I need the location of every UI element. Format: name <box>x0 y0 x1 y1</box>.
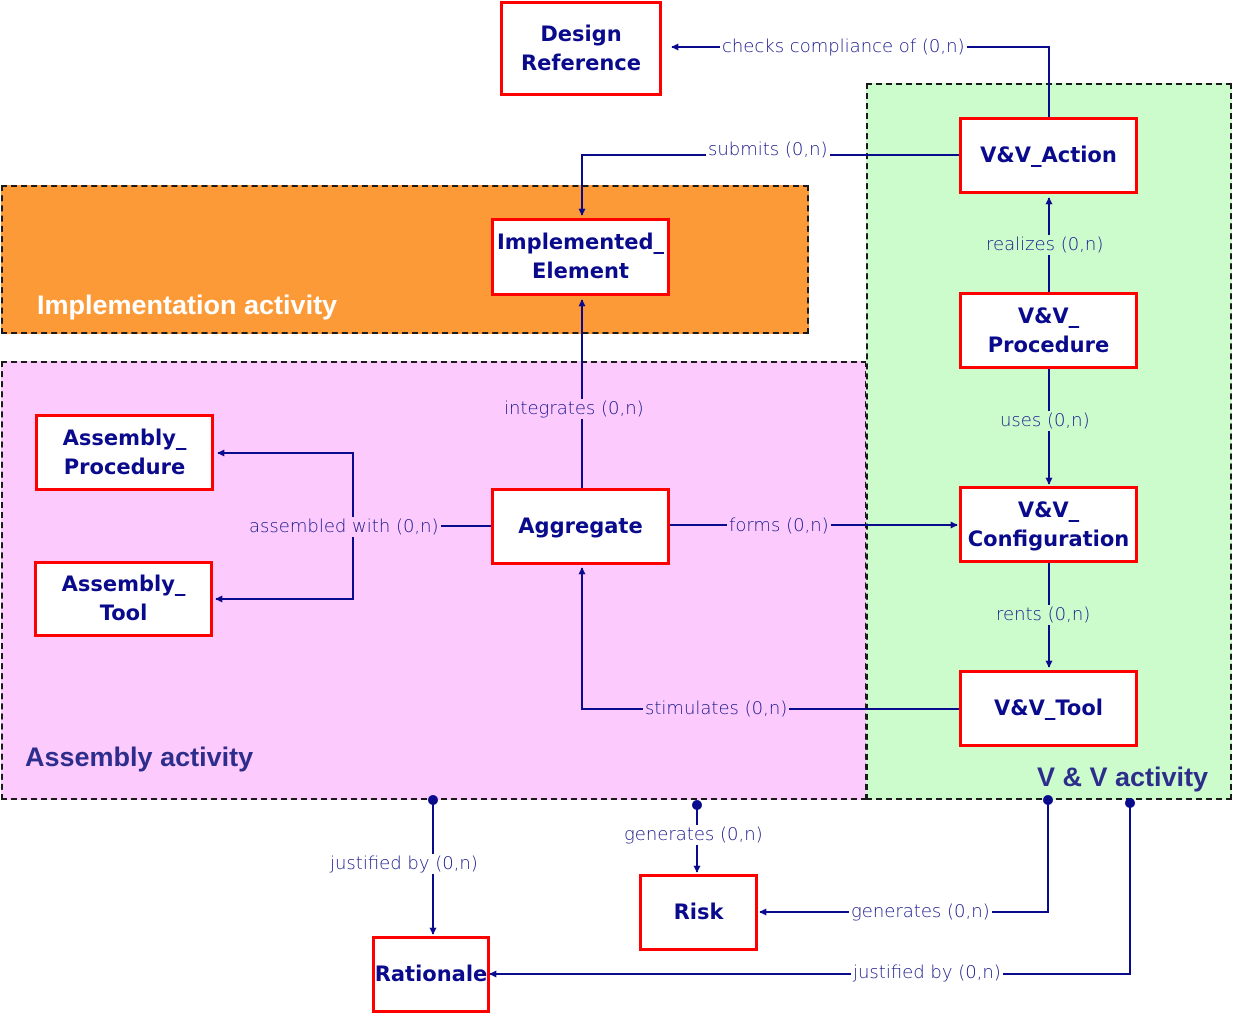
entity-assembly-tool[interactable]: Assembly_ Tool <box>34 561 213 637</box>
label-submits: submits (0,n) <box>706 139 830 160</box>
entity-vv-tool[interactable]: V&V_Tool <box>959 670 1138 747</box>
label-realizes: realizes (0,n) <box>984 234 1106 255</box>
connector-submits <box>578 154 960 216</box>
label-checks-compliance: checks compliance of (0,n) <box>720 36 967 57</box>
connector-checks-compliance <box>671 43 1050 117</box>
entity-vv-procedure[interactable]: V&V_ Procedure <box>959 292 1138 369</box>
origin-dot-assembly-justified <box>428 795 438 805</box>
entity-assembly-procedure[interactable]: Assembly_ Procedure <box>35 414 214 491</box>
label-vv-generates: generates (0,n) <box>849 901 992 922</box>
vv-activity-title: V & V activity <box>1037 762 1209 792</box>
label-vv-justified-by: justified by (0,n) <box>851 962 1003 983</box>
label-integrates: integrates (0,n) <box>502 398 646 419</box>
label-assembly-generates: generates (0,n) <box>622 824 765 845</box>
entity-rationale[interactable]: Rationale <box>372 936 490 1013</box>
entity-design-reference[interactable]: Design Reference <box>500 1 662 96</box>
implementation-activity-title: Implementation activity <box>37 290 338 320</box>
label-assembly-justified-by: justified by (0,n) <box>328 853 480 874</box>
origin-dot-vv-generates <box>1043 795 1053 805</box>
label-stimulates: stimulates (0,n) <box>643 698 790 719</box>
entity-vv-configuration[interactable]: V&V_ Configuration <box>959 486 1138 563</box>
assembly-activity-title: Assembly activity <box>25 742 254 772</box>
origin-dot-vv-justified <box>1125 798 1135 808</box>
connector-vv-generates <box>759 800 1049 916</box>
origin-dot-assembly-generates <box>692 800 702 810</box>
entity-risk[interactable]: Risk <box>639 874 758 951</box>
label-rents: rents (0,n) <box>994 604 1093 625</box>
label-uses: uses (0,n) <box>998 410 1092 431</box>
entity-aggregate[interactable]: Aggregate <box>491 488 670 565</box>
label-assembled-with: assembled with (0,n) <box>247 516 441 537</box>
label-forms: forms (0,n) <box>727 515 831 536</box>
entity-vv-action[interactable]: V&V_Action <box>959 117 1138 194</box>
connector-vv-justified-by <box>489 803 1131 978</box>
connector-stimulates <box>578 567 960 710</box>
implementation-activity-region <box>1 185 809 334</box>
connector-assembled-with-tool <box>215 526 354 603</box>
entity-implemented-element[interactable]: Implemented_ Element <box>491 218 670 296</box>
